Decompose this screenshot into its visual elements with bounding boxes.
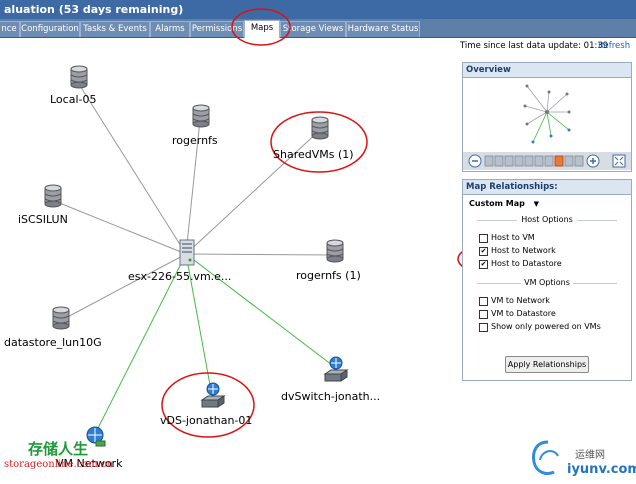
datastore-label: SharedVMs (1) — [273, 148, 354, 161]
option-label: Host to VM — [491, 233, 535, 242]
datastore-icon[interactable] — [326, 239, 344, 263]
zoom-slider — [484, 155, 584, 167]
option-label: Host to Network — [491, 246, 556, 255]
annotation-sharedvms — [270, 111, 368, 173]
watermark-logo-url: iyunv.com — [567, 462, 636, 477]
datastore-icon[interactable] — [70, 65, 88, 89]
datastore-icon[interactable] — [44, 184, 62, 208]
option-label: Show only powered on VMs — [491, 322, 601, 331]
edge-host-rogernfs — [185, 119, 201, 255]
network-label: vDS-jonathan-01 — [160, 414, 253, 427]
checkbox-host-to-datastore[interactable]: ✔ — [479, 260, 488, 269]
tab-maps[interactable]: Maps — [244, 20, 280, 38]
datastore-icon[interactable] — [311, 116, 329, 140]
edge-host-vmnetwork — [93, 253, 187, 437]
checkbox-show-powered-on[interactable] — [479, 323, 488, 332]
last-update-status: Time since last data update: 01:39 Refre… — [460, 41, 630, 51]
edge-host-dvswitch — [185, 253, 337, 369]
checkbox-vm-to-network[interactable] — [479, 297, 488, 306]
edge-host-sharedvms — [185, 129, 321, 255]
vm-options-header: VM Options — [463, 278, 631, 287]
option-label: Host to Datastore — [491, 259, 562, 268]
iyunv-logo-icon — [532, 440, 559, 476]
watermark-site: storageonline.com.cn — [4, 459, 113, 470]
refresh-link[interactable]: Refresh — [598, 41, 631, 51]
checkbox-vm-to-datastore[interactable] — [479, 310, 488, 319]
tab-storage-views[interactable]: Storage Views — [280, 21, 346, 37]
vm-options-label: VM Options — [524, 278, 570, 287]
map-type-value: Custom Map — [469, 199, 525, 208]
zoom-in-icon — [586, 154, 600, 168]
relationships-title: Map Relationships: — [463, 180, 631, 195]
datastore-label: rogernfs (1) — [296, 269, 361, 282]
zoom-out-icon — [468, 154, 482, 168]
fit-to-window-icon — [612, 154, 626, 168]
option-label: VM to Datastore — [491, 309, 556, 318]
last-update-label: Time since last data update: 01:39 — [460, 41, 609, 51]
tab-hardware-status[interactable]: Hardware Status — [346, 21, 420, 37]
tab-alarms[interactable]: Alarms — [150, 21, 190, 37]
vm-network-icon[interactable] — [84, 426, 106, 448]
host-label: esx-226-55.vm.e... — [128, 270, 232, 283]
network-switch-icon[interactable] — [200, 382, 226, 410]
watermark-text: 存储人生 — [28, 440, 89, 458]
apply-relationships-button[interactable]: Apply Relationships — [505, 356, 589, 373]
network-switch-icon[interactable] — [323, 356, 349, 384]
tab-permissions[interactable]: Permissions — [190, 21, 244, 37]
server-icon[interactable] — [178, 239, 196, 267]
watermark-logo-cn: 运维网 — [575, 450, 605, 461]
network-label: dvSwitch-jonath... — [281, 390, 381, 403]
zoom-controls — [468, 154, 626, 168]
edge-host-rogernfs1 — [185, 253, 335, 256]
tab-strip: nce Configuration Tasks & Events Alarms … — [0, 19, 636, 38]
datastore-label: Local-05 — [50, 93, 97, 106]
tab-tasks-events[interactable]: Tasks & Events — [80, 21, 150, 37]
overview-title: Overview — [463, 63, 631, 78]
window-title: aluation (53 days remaining) — [0, 0, 636, 19]
tab-summary[interactable]: nce — [0, 21, 20, 37]
option-label: VM to Network — [491, 296, 550, 305]
map-type-select[interactable]: Custom Map ▼ — [469, 199, 539, 208]
datastore-label: rogernfs — [172, 134, 218, 147]
checkbox-host-to-vm[interactable] — [479, 234, 488, 243]
map-edges — [51, 80, 368, 438]
datastore-icon[interactable] — [52, 306, 70, 330]
datastore-label: datastore_lun10G — [4, 336, 102, 349]
edge-host-iscsilun — [51, 199, 187, 255]
annotation-vds — [161, 372, 255, 438]
datastore-label: iSCSILUN — [18, 213, 68, 226]
edge-host-datastore-lun10g — [59, 253, 187, 322]
edge-host-local05 — [76, 80, 187, 255]
map-relationships-panel: Map Relationships: Custom Map ▼ Host Opt… — [462, 179, 632, 381]
zoom-bar — [463, 152, 631, 170]
map-canvas[interactable]: esx-226-55.vm.e... Local-05 rogernfs Sha… — [0, 38, 458, 484]
overview-panel: Overview — [462, 62, 632, 172]
datastore-icon[interactable] — [192, 104, 210, 128]
dropdown-arrow-icon[interactable]: ▼ — [533, 200, 540, 208]
network-label: VM Network — [56, 457, 123, 470]
tab-configuration[interactable]: Configuration — [20, 21, 80, 37]
overview-thumbnail[interactable] — [463, 78, 631, 152]
checkbox-host-to-network[interactable]: ✔ — [479, 247, 488, 256]
host-options-header: Host Options — [463, 215, 631, 224]
host-options-label: Host Options — [521, 215, 573, 224]
